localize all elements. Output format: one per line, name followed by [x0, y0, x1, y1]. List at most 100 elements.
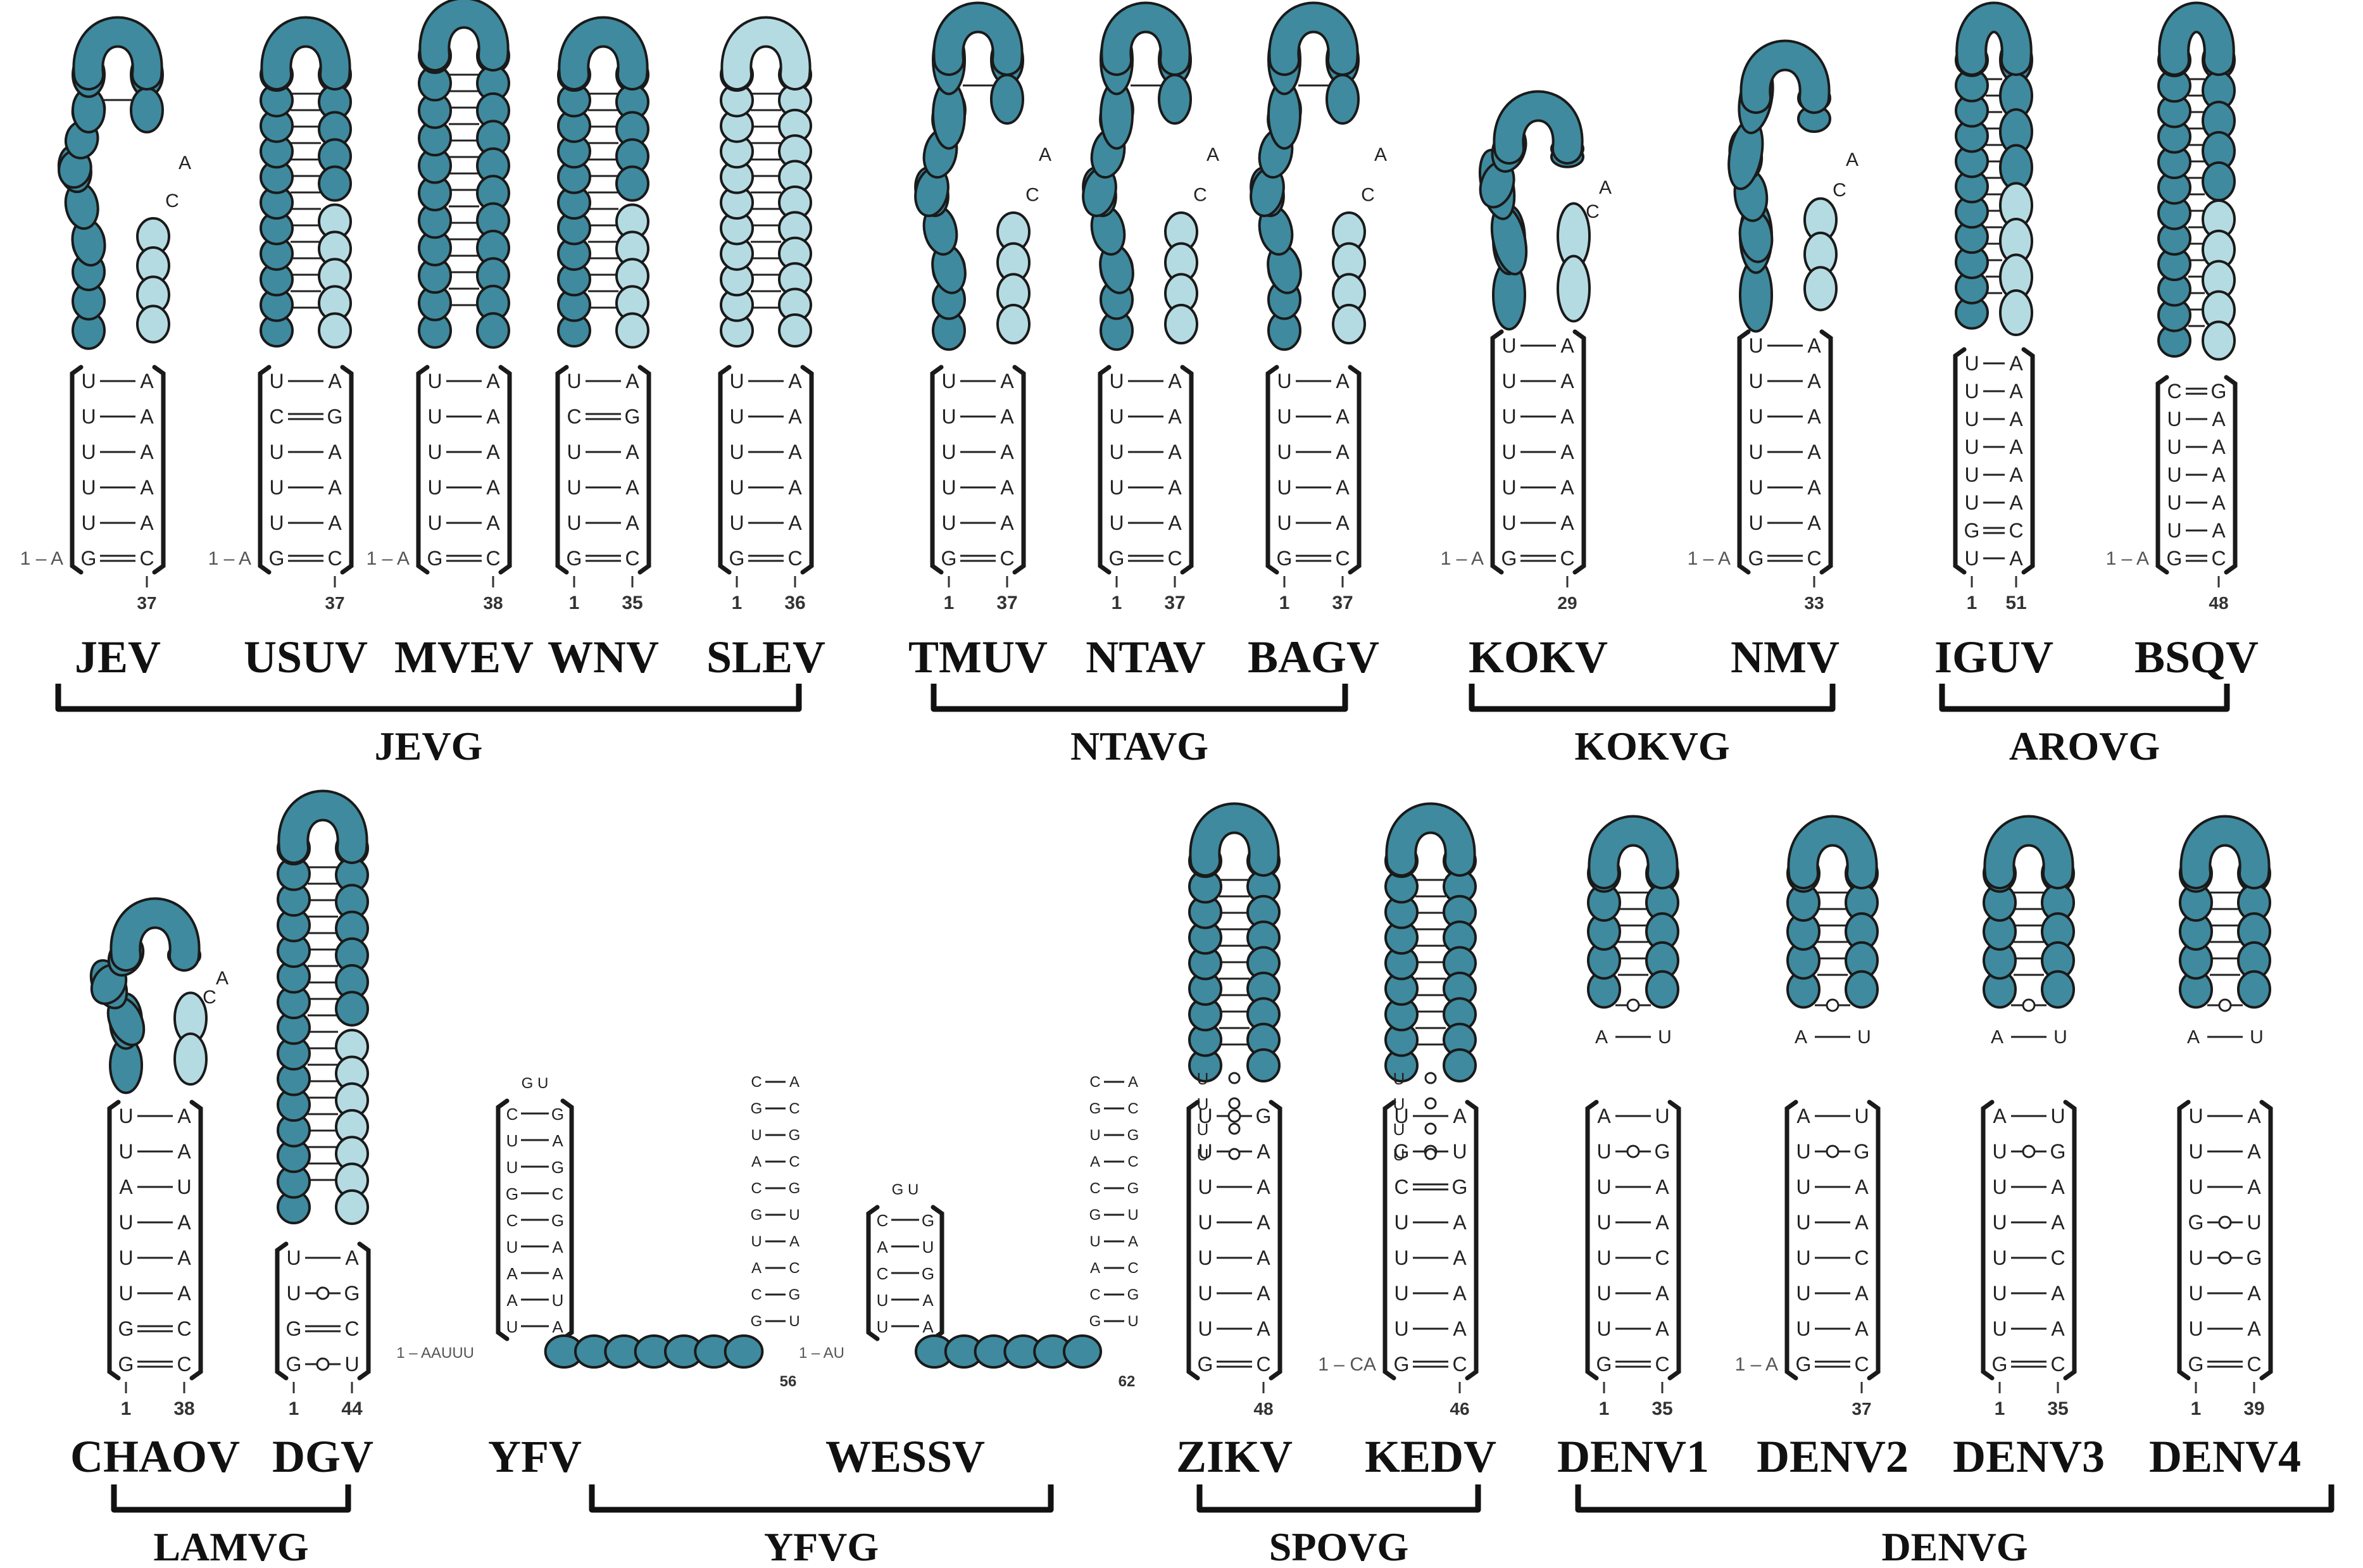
virus-label: BSQV — [2134, 632, 2259, 682]
nucleotide: U — [729, 370, 744, 392]
nucleotide: C — [1127, 1260, 1138, 1277]
nucleotide: C — [2009, 519, 2023, 542]
nucleotide: A — [177, 1246, 191, 1269]
nucleotide: C — [506, 1105, 518, 1124]
nucleotide: U — [1796, 1211, 1810, 1234]
nucleotide: U — [344, 1353, 359, 1376]
nucleotide: U — [1796, 1140, 1810, 1163]
nucleotide: G — [751, 1313, 763, 1330]
hairpin-loop — [1388, 805, 1474, 874]
virus-label: DENV2 — [1757, 1431, 1909, 1482]
position-index: 37 — [996, 593, 1017, 613]
nucleotide: U — [567, 441, 581, 463]
group-kokvg: KOKVG — [1469, 684, 1836, 768]
helix-right-bead — [1246, 1048, 1281, 1083]
nucleotide: U — [1393, 1120, 1405, 1139]
position-index: 48 — [2209, 593, 2228, 613]
group-label: KOKVG — [1574, 724, 1729, 768]
nucleotide: A — [2247, 1317, 2261, 1340]
nucleotide: A — [1453, 1282, 1467, 1305]
nucleotide: A — [1453, 1105, 1467, 1127]
hairpin-loop — [1270, 4, 1357, 73]
nucleotide: U — [1964, 491, 1979, 514]
nucleotide: A — [486, 511, 500, 534]
nucleotide: A — [789, 1074, 799, 1091]
wobble-pair-symbol — [2218, 998, 2232, 1012]
nucleotide: U — [1748, 511, 1763, 534]
wobble-pair-symbol — [1826, 1145, 1840, 1158]
nucleotide: U — [1198, 1211, 1212, 1234]
nucleotide: U — [118, 1211, 133, 1234]
nucleotide: U — [1992, 1317, 2007, 1340]
stem-bracket — [340, 365, 354, 575]
hairpin-loop — [1191, 805, 1277, 874]
nucleotide: A — [1807, 405, 1821, 428]
stem-bracket — [1572, 329, 1586, 575]
nucleotide: C — [2050, 1353, 2065, 1376]
nucleotide: A — [486, 441, 500, 463]
nucleotide: U — [1501, 476, 1516, 499]
nucleotide: C — [1452, 1353, 1467, 1376]
nucleotide: A — [922, 1291, 934, 1310]
helix-right-bead — [318, 165, 352, 202]
nucleotide: A — [1257, 1282, 1270, 1305]
nucleotide: A — [140, 476, 154, 499]
nucleotide: U — [941, 405, 956, 428]
group-ntavg: NTAVG — [931, 684, 1348, 768]
nucleotide: A — [177, 1211, 191, 1234]
group-spovg: SPOVG — [1196, 1484, 1481, 1568]
nucleotide: A — [1336, 370, 1350, 392]
virus-label: DENV4 — [2149, 1431, 2301, 1482]
helix-right-bead — [2041, 970, 2075, 1009]
hairpin-loop — [1742, 42, 1828, 111]
nucleotide: U — [286, 1282, 301, 1305]
nucleotide: A — [1655, 1282, 1669, 1305]
nucleotide: G — [922, 1211, 934, 1230]
nucleotide: U — [1198, 1176, 1212, 1198]
nucleotide: G — [1452, 1176, 1468, 1198]
nucleotide: G — [1854, 1140, 1870, 1163]
stem-bracket — [2224, 375, 2238, 575]
position-index: 37 — [325, 593, 344, 613]
nucleotide: C — [1127, 1153, 1138, 1170]
stem-bracket — [498, 365, 512, 575]
nucleotide: U — [1992, 1211, 2007, 1234]
strand-3prime-bead — [990, 73, 1024, 125]
nucleotide: G — [1127, 1286, 1139, 1303]
hairpin-loop — [1495, 92, 1581, 162]
group-label: LAMVG — [153, 1524, 308, 1568]
group-arovg: AROVG — [1939, 684, 2230, 768]
nucleotide: U — [1394, 1282, 1408, 1305]
nucleotide: G — [751, 1100, 763, 1117]
helix-right-light-bead — [318, 312, 352, 349]
nucleotide: G — [118, 1353, 134, 1376]
nucleotide: U — [427, 370, 442, 392]
nucleotide: U — [118, 1140, 133, 1163]
stem-bracket — [1265, 365, 1279, 575]
nucleotide: A — [2247, 1176, 2261, 1198]
nucleotide: A — [1000, 405, 1014, 428]
position-index: 37 — [1164, 593, 1185, 613]
hairpin-loop — [2182, 817, 2268, 887]
nucleotide: A — [788, 511, 802, 534]
nucleotide: A — [1168, 370, 1182, 392]
nucleotide: U — [751, 1233, 762, 1250]
virus-label: KEDV — [1365, 1431, 1496, 1482]
nucleotide: C — [1655, 1353, 1669, 1376]
nucleotide: G — [1964, 519, 1980, 542]
nucleotide: U — [1596, 1140, 1611, 1163]
sequence-leader: 1 – A — [1441, 548, 1484, 569]
wobble-pair-symbol — [1228, 1148, 1241, 1160]
stem-bracket — [357, 1241, 371, 1381]
stem-bracket — [275, 1241, 289, 1381]
hairpin-loop — [112, 900, 198, 969]
nucleotide: A — [1855, 1317, 1869, 1340]
position-index: 44 — [341, 1398, 363, 1419]
nucleotide: A — [1807, 334, 1821, 357]
nucleotide: U — [941, 511, 956, 534]
stem-bracket — [1382, 1100, 1396, 1381]
nucleotide: U — [941, 370, 956, 392]
nucleotide: A — [625, 441, 639, 463]
nucleotide: U — [941, 441, 956, 463]
